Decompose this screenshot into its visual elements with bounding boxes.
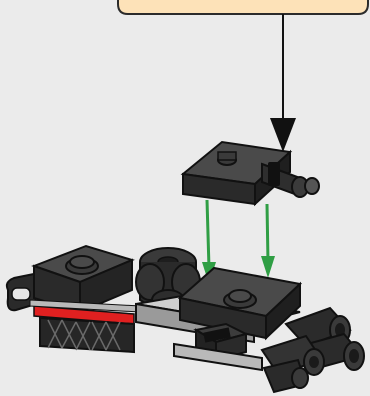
alignment-guide-right: [261, 204, 275, 278]
insert-direction-arrow: [270, 14, 296, 152]
base-assembly: [7, 246, 364, 392]
plate-with-pin-part: [183, 142, 319, 204]
callout-box: [118, 0, 368, 14]
